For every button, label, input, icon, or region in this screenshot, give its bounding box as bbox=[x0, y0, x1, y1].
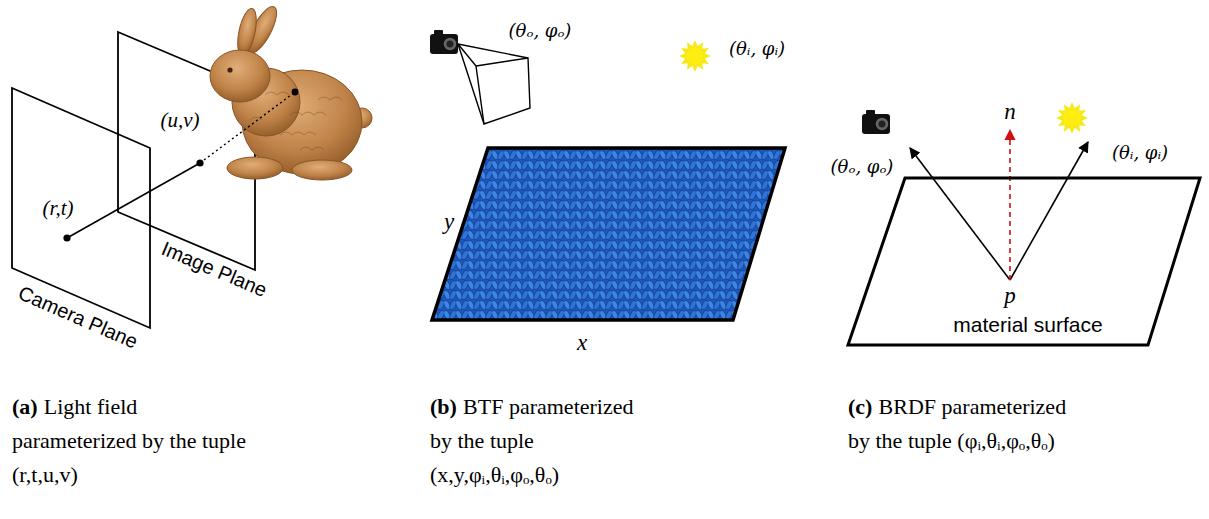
plane-name: Camera Plane bbox=[15, 281, 141, 353]
caption-tag: (b) bbox=[430, 394, 457, 419]
bunny-eye bbox=[227, 67, 232, 72]
caption-tag: (a) bbox=[12, 394, 38, 419]
coordinate-label: (u,v) bbox=[160, 108, 199, 133]
ray-line bbox=[67, 163, 200, 238]
outline-path bbox=[848, 178, 1200, 345]
view-vector bbox=[910, 148, 1010, 280]
subfigure-caption: (b)BTF parameterized by the tuple (x,y,φ… bbox=[430, 390, 658, 492]
axis-label: x bbox=[577, 330, 587, 356]
coordinate-label: (r,t) bbox=[43, 196, 74, 221]
angle-label: (θᵢ, φᵢ) bbox=[729, 38, 785, 59]
angle-label: (θₒ, φₒ) bbox=[509, 20, 572, 41]
plane-name: material surface bbox=[953, 313, 1102, 337]
subfigure-caption: (c)BRDF parameterized by the tuple (φᵢ,θ… bbox=[848, 390, 1088, 458]
camera-icon bbox=[862, 110, 890, 134]
camera-plane: Camera Plane bbox=[12, 88, 150, 328]
caption-text: Light field parameterized by the tuple (… bbox=[12, 394, 246, 487]
camera-icon bbox=[430, 30, 458, 54]
sun-icon bbox=[1056, 102, 1088, 134]
caption-tag: (c) bbox=[848, 394, 872, 419]
fur-texture bbox=[250, 92, 342, 150]
light-vector bbox=[1010, 142, 1088, 280]
bunny-illustration bbox=[210, 3, 372, 180]
normal-label: n bbox=[1004, 99, 1016, 125]
ray-continuation bbox=[200, 92, 295, 163]
point-label: p bbox=[1004, 283, 1016, 309]
view-frustum bbox=[458, 44, 530, 124]
angle-label: (θᵢ, φᵢ) bbox=[1112, 142, 1168, 163]
ray-point bbox=[63, 234, 70, 241]
normal-vector bbox=[1009, 130, 1011, 280]
sun-icon bbox=[679, 40, 711, 72]
surface-point bbox=[292, 89, 299, 96]
material-surface: material surface bbox=[848, 178, 1200, 345]
axis-label: y bbox=[444, 209, 454, 235]
subfigure-caption: (a)Light field parameterized by the tupl… bbox=[12, 390, 252, 492]
fabric-texture bbox=[432, 148, 785, 320]
angle-label: (θₒ, φₒ) bbox=[831, 156, 894, 177]
caption-text: BTF parameterized by the tuple (x,y,φᵢ,θ… bbox=[430, 394, 633, 487]
caption-text: BRDF parameterized by the tuple (φᵢ,θᵢ,φ… bbox=[848, 394, 1066, 453]
